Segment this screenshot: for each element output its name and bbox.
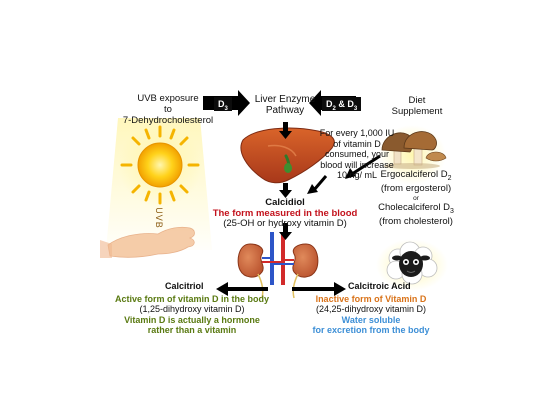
arrows bbox=[203, 90, 381, 296]
chole-name: Cholecalciferol D3 bbox=[378, 201, 454, 215]
liver-icon bbox=[240, 127, 335, 184]
d2d3-sub2: 3 bbox=[353, 105, 358, 112]
calcitroic-block: Calcitroic Acid Inactive form of Vitamin… bbox=[296, 281, 446, 336]
uvb-line-2: to bbox=[164, 104, 172, 115]
chole-source: (from cholesterol) bbox=[379, 216, 453, 228]
calcitroic-line-3: Water soluble bbox=[341, 314, 401, 325]
mushroom-icon bbox=[378, 125, 447, 185]
diet-line-2: Supplement bbox=[391, 106, 443, 117]
note-line-2: of vitamin D bbox=[333, 138, 381, 149]
note-line-1: For every 1,000 IU bbox=[319, 128, 395, 138]
sun-icon bbox=[106, 118, 212, 250]
uvb-line-3: 7-Dehydrocholesterol bbox=[122, 115, 214, 126]
note-line-4: blood will increase bbox=[320, 159, 394, 170]
d2d3-main1: D bbox=[326, 99, 333, 109]
hand-icon bbox=[100, 226, 195, 258]
d2-d3-tag: D2 & D3 bbox=[322, 97, 362, 112]
note-line-5: 10 ng/ mL bbox=[336, 170, 378, 180]
d3-tag: D3 bbox=[214, 97, 232, 112]
calcidiol-subtitle: The form measured in the blood bbox=[212, 207, 358, 219]
or-label: or bbox=[413, 194, 419, 202]
calcitroic-line-2: (24,25-dihydroxy vitamin D) bbox=[315, 304, 427, 314]
calcitriol-line-1: Active form of vitamin D in the body bbox=[114, 293, 269, 304]
calcidiol-desc: (25-OH or hydroxy vitamin D) bbox=[223, 218, 347, 229]
uvb-exposure-label: UVB exposure to 7-Dehydrocholesterol bbox=[118, 93, 218, 126]
sheep-icon bbox=[376, 239, 448, 291]
diet-supplement-label: Diet Supplement bbox=[377, 95, 457, 117]
liver-line-1: Liver Enzyme bbox=[254, 94, 316, 105]
ergo-source: (from ergosterol) bbox=[380, 183, 452, 195]
calcidiol-block: Calcidiol The form measured in the blood… bbox=[200, 197, 370, 230]
kidney-icon bbox=[237, 232, 319, 299]
d3-tag-sub: 3 bbox=[224, 105, 228, 112]
iu-note: For every 1,000 IU of vitamin D consumed… bbox=[313, 128, 401, 181]
diet-line-1: Diet bbox=[408, 95, 426, 106]
liver-pathway-label: Liver Enzyme Pathway bbox=[240, 94, 330, 116]
uvb-line-1: UVB exposure bbox=[137, 93, 199, 104]
calcitroic-line-4: for excretion from the body bbox=[312, 325, 430, 335]
calcitroic-line-1: Inactive form of Vitamin D bbox=[315, 293, 427, 304]
calcitriol-title: Calcitriol bbox=[165, 281, 204, 291]
uvb-beam-label: UVB bbox=[153, 207, 164, 229]
ergo-name: Ergocalciferol D2 bbox=[380, 169, 452, 182]
d3-tag-main: D bbox=[218, 99, 225, 109]
calcitroic-title: Calcitroic Acid bbox=[348, 281, 411, 291]
calcitriol-line-4: rather than a vitamin bbox=[147, 325, 237, 335]
calcitriol-block: Calcitriol Active form of vitamin D in t… bbox=[107, 281, 277, 336]
calcitriol-line-2: (1,25-dihydroxy vitamin D) bbox=[139, 304, 245, 314]
calcidiol-title: Calcidiol bbox=[265, 197, 305, 208]
supplement-forms: Ergocalciferol D2 (from ergosterol) or C… bbox=[370, 169, 462, 228]
calcitriol-line-3: Vitamin D is actually a hormone bbox=[124, 314, 260, 325]
d2d3-sub1: 2 bbox=[332, 105, 336, 112]
liver-line-2: Pathway bbox=[265, 105, 305, 116]
note-line-3: consumed, your bbox=[324, 149, 390, 159]
d2d3-amp: & D bbox=[335, 99, 354, 109]
